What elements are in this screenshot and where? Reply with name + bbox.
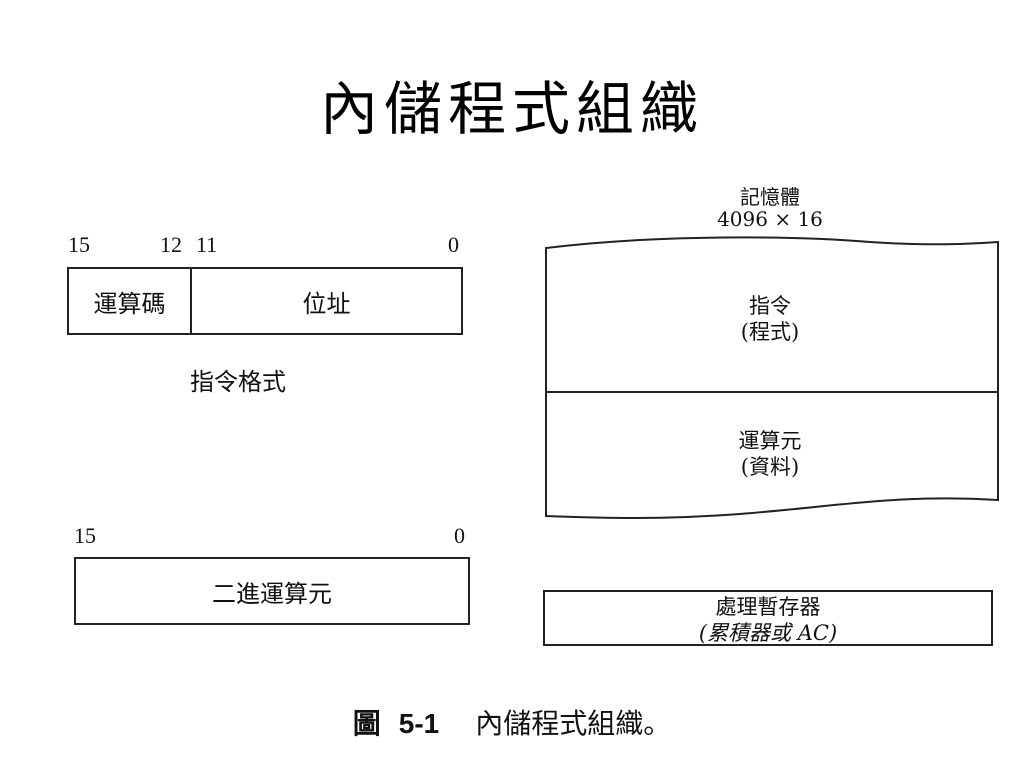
- memory-outline: [545, 236, 999, 519]
- page-title: 內儲程式組織: [319, 75, 704, 143]
- memory-block: [545, 236, 999, 519]
- opcode-field: 運算碼: [69, 269, 192, 333]
- operand-bit-label-15: 15: [74, 523, 96, 548]
- memory-operands-label: 運算元: [738, 429, 802, 453]
- figure-caption: 圖 5-1 內儲程式組織。: [0, 702, 1024, 742]
- processor-register-box: 處理暫存器 (累積器或 AC): [543, 590, 993, 646]
- bit-label-11: 11: [196, 232, 218, 257]
- memory-program-label: (程式): [740, 320, 800, 344]
- bit-label-0: 0: [448, 232, 459, 257]
- memory-label: 記憶體 4096 × 16: [660, 186, 880, 230]
- figure-caption-number: 5-1: [398, 708, 440, 739]
- memory-data-label: (資料): [740, 455, 800, 479]
- figure-caption-text: 內儲程式組織。: [475, 707, 672, 740]
- binary-operand-box: 二進運算元: [74, 557, 470, 625]
- instruction-format-box: 運算碼 位址: [67, 267, 463, 335]
- address-field: 位址: [302, 289, 351, 318]
- memory-label-name: 記憶體: [740, 185, 800, 209]
- instruction-format-caption: 指令格式: [190, 368, 286, 396]
- bit-label-12: 12: [160, 232, 182, 257]
- accumulator-label: (累積器或 AC): [698, 621, 838, 645]
- memory-instructions-section: 指令 (程式): [660, 293, 880, 345]
- bit-label-15: 15: [68, 232, 90, 257]
- processor-register-label: 處理暫存器: [715, 595, 821, 619]
- memory-instructions-label: 指令: [749, 294, 791, 318]
- figure-caption-prefix: 圖: [352, 707, 381, 740]
- memory-operands-section: 運算元 (資料): [660, 428, 880, 480]
- operand-bit-label-0: 0: [454, 523, 465, 548]
- memory-label-size: 4096 × 16: [717, 207, 823, 231]
